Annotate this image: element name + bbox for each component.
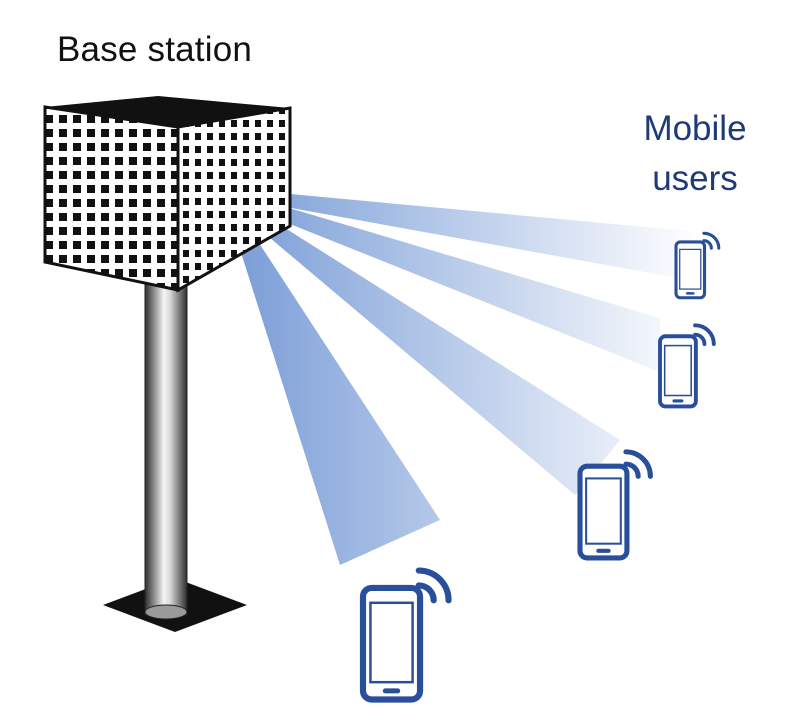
beam-3 [225,190,620,495]
base-station-antenna-icon [43,96,292,293]
beam-2 [225,189,660,372]
mobile-users-label: Mobile users [600,104,790,204]
beams [225,188,700,565]
pole [144,274,188,616]
phone-4 [359,567,452,703]
signal-waves-icon [693,323,716,346]
mobile-users-line-2: users [652,159,738,198]
base-station-label: Base station [57,30,253,69]
beam-1 [225,188,700,282]
signal-waves-icon [415,567,452,604]
signal-waves-icon [623,449,653,479]
phone-3 [577,449,653,561]
signal-waves-icon [702,231,721,250]
phone-2 [658,323,716,409]
mobile-users-line-1: Mobile [643,109,747,148]
beam-4 [225,191,440,565]
phone-1 [674,231,721,300]
